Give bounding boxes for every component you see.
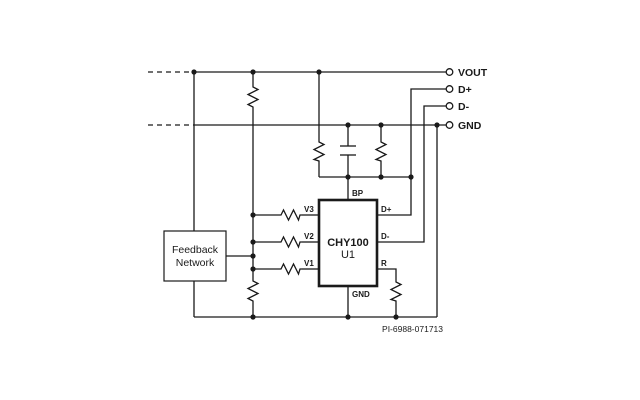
pin-v1-label: V1 <box>304 259 314 268</box>
dminus-wire <box>378 105 446 243</box>
feedback-label-line2: Network <box>176 257 215 269</box>
junction-dot <box>250 266 256 272</box>
vout-terminal <box>445 68 454 76</box>
junction-dot <box>250 212 256 218</box>
junction-dot <box>345 314 351 320</box>
pin-r-label: R <box>381 259 387 268</box>
divider-bottom-resistor <box>246 278 260 304</box>
pin-v2-label: V2 <box>304 232 314 241</box>
dminus-terminal-label: D- <box>458 101 470 113</box>
v3-resistor <box>278 208 302 222</box>
junction-dot <box>434 122 440 128</box>
pin-dplus-label: D+ <box>381 205 392 214</box>
junction-dot <box>250 314 256 320</box>
resistors <box>246 84 403 304</box>
ic-part-number: CHY100 <box>327 237 369 249</box>
pin-bp-label: BP <box>352 189 364 198</box>
junction-dot <box>316 69 322 75</box>
dplus-wire <box>378 88 446 216</box>
divider-top-resistor <box>246 84 260 110</box>
junctions <box>191 69 440 320</box>
dplus-terminal-label: D+ <box>458 84 472 96</box>
output-terminals: VOUT D+ D- GND <box>445 67 488 132</box>
junction-dot <box>250 253 256 259</box>
bp-gnd-resistor <box>374 139 388 163</box>
junction-dot <box>408 174 414 180</box>
figure-id: PI-6988-071713 <box>382 324 443 334</box>
gnd-terminal <box>445 121 454 129</box>
r-pin-wire <box>378 268 397 279</box>
gnd-terminal-label: GND <box>458 120 482 132</box>
bypass-capacitor <box>340 145 356 156</box>
vout-terminal-label: VOUT <box>458 67 488 79</box>
v1-resistor <box>278 262 302 276</box>
v2-resistor <box>278 235 302 249</box>
feedback-label-line1: Feedback <box>172 244 219 256</box>
junction-dot <box>250 239 256 245</box>
ic-u1: CHY100 U1 BP V3 V2 V1 D+ D- R GND <box>304 189 392 299</box>
junction-dot <box>250 69 256 75</box>
junction-dot <box>345 122 351 128</box>
pin-dminus-label: D- <box>381 232 390 241</box>
junction-dot <box>191 69 197 75</box>
dminus-terminal <box>445 102 454 110</box>
junction-dot <box>378 122 384 128</box>
feedback-network: Feedback Network <box>163 230 227 282</box>
junction-dot <box>393 314 399 320</box>
feedback-network-box <box>163 230 227 282</box>
r-pin-resistor <box>389 279 403 303</box>
ic-reference: U1 <box>341 249 355 261</box>
junction-dot <box>345 174 351 180</box>
dplus-terminal <box>445 85 454 93</box>
ic-body <box>317 198 379 288</box>
junction-dot <box>378 174 384 180</box>
pin-gnd-label: GND <box>352 290 370 299</box>
bp-resistor <box>312 139 326 163</box>
pin-v3-label: V3 <box>304 205 314 214</box>
